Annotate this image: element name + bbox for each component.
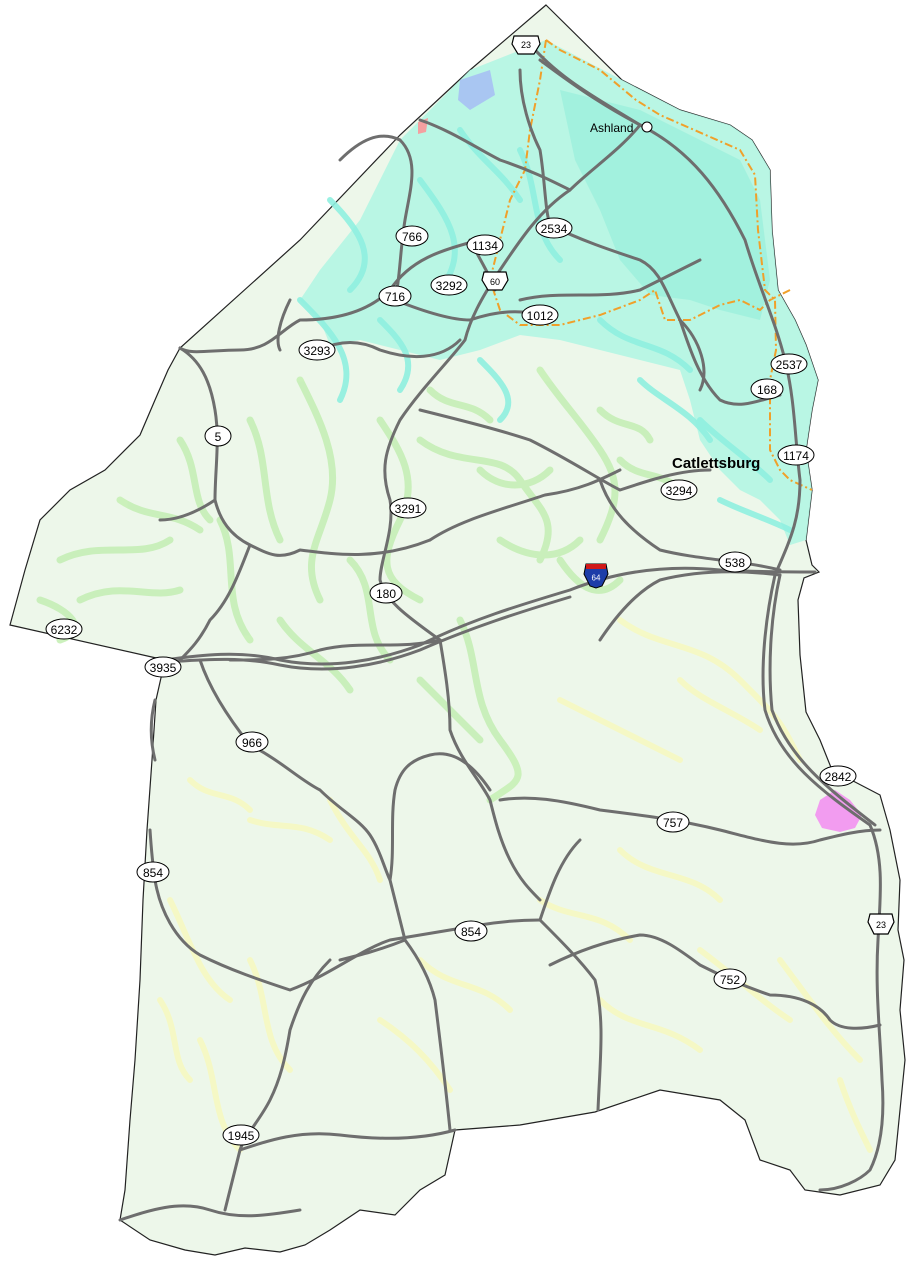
svg-text:3292: 3292 xyxy=(436,279,463,293)
svg-text:3291: 3291 xyxy=(395,502,422,516)
route-label-168: 168 xyxy=(750,378,784,400)
svg-text:3294: 3294 xyxy=(666,484,693,498)
interstate-shield-64: 64 xyxy=(583,563,609,589)
svg-text:1012: 1012 xyxy=(527,309,554,323)
svg-text:966: 966 xyxy=(242,736,262,750)
svg-text:854: 854 xyxy=(461,925,481,939)
place-ashland: Ashland xyxy=(590,121,633,135)
svg-text:1945: 1945 xyxy=(228,1129,255,1143)
place-catlettsburg: Catlettsburg xyxy=(672,455,760,472)
svg-text:2534: 2534 xyxy=(541,222,568,236)
us-route-shield-23-south: 23 xyxy=(867,913,895,935)
svg-text:6232: 6232 xyxy=(51,623,78,637)
special-area xyxy=(815,790,862,832)
svg-text:3935: 3935 xyxy=(150,661,177,675)
route-label-1012: 1012 xyxy=(521,304,559,326)
svg-text:1134: 1134 xyxy=(472,239,498,253)
svg-text:752: 752 xyxy=(720,973,740,987)
route-label-3292: 3292 xyxy=(430,274,468,296)
svg-text:168: 168 xyxy=(757,383,777,397)
svg-text:716: 716 xyxy=(385,290,405,304)
us-route-shield-23-north: 23 xyxy=(511,35,541,55)
route-label-6232: 6232 xyxy=(45,618,83,640)
route-label-757: 757 xyxy=(656,811,690,833)
svg-text:766: 766 xyxy=(402,230,422,244)
route-label-5: 5 xyxy=(204,425,232,447)
rural-roads xyxy=(157,617,873,1153)
route-label-3294: 3294 xyxy=(660,479,698,501)
svg-text:854: 854 xyxy=(143,866,163,880)
svg-text:5: 5 xyxy=(215,430,222,444)
svg-text:180: 180 xyxy=(376,587,396,601)
city-limits-line xyxy=(488,39,813,491)
route-label-2842: 2842 xyxy=(819,765,857,787)
water-body xyxy=(458,70,495,110)
route-label-1134: 1134 xyxy=(466,234,504,256)
route-label-3291: 3291 xyxy=(389,497,427,519)
route-label-966: 966 xyxy=(235,731,269,753)
svg-text:757: 757 xyxy=(663,816,683,830)
svg-text:3293: 3293 xyxy=(304,344,331,358)
route-label-854-central: 854 xyxy=(454,920,488,942)
svg-text:23: 23 xyxy=(521,40,531,50)
route-label-766: 766 xyxy=(395,225,429,247)
ashland-dot xyxy=(641,121,653,133)
route-label-854-west: 854 xyxy=(136,861,170,883)
urban-core xyxy=(560,90,770,320)
svg-text:2842: 2842 xyxy=(825,770,852,784)
route-label-538: 538 xyxy=(718,551,752,573)
route-label-3293: 3293 xyxy=(298,339,336,361)
svg-text:60: 60 xyxy=(490,277,500,287)
svg-text:538: 538 xyxy=(725,556,745,570)
route-label-3935: 3935 xyxy=(144,656,182,678)
route-label-180: 180 xyxy=(369,582,403,604)
svg-text:1174: 1174 xyxy=(783,449,809,463)
route-label-2534: 2534 xyxy=(535,217,573,239)
svg-text:23: 23 xyxy=(876,920,886,930)
route-label-2537: 2537 xyxy=(770,353,808,375)
route-label-1945: 1945 xyxy=(222,1124,260,1146)
svg-text:64: 64 xyxy=(592,574,601,583)
svg-text:2537: 2537 xyxy=(776,358,803,372)
route-label-752: 752 xyxy=(713,968,747,990)
route-label-716: 716 xyxy=(378,285,412,307)
route-label-1174: 1174 xyxy=(777,444,815,466)
us-route-shield-60: 60 xyxy=(481,271,509,291)
